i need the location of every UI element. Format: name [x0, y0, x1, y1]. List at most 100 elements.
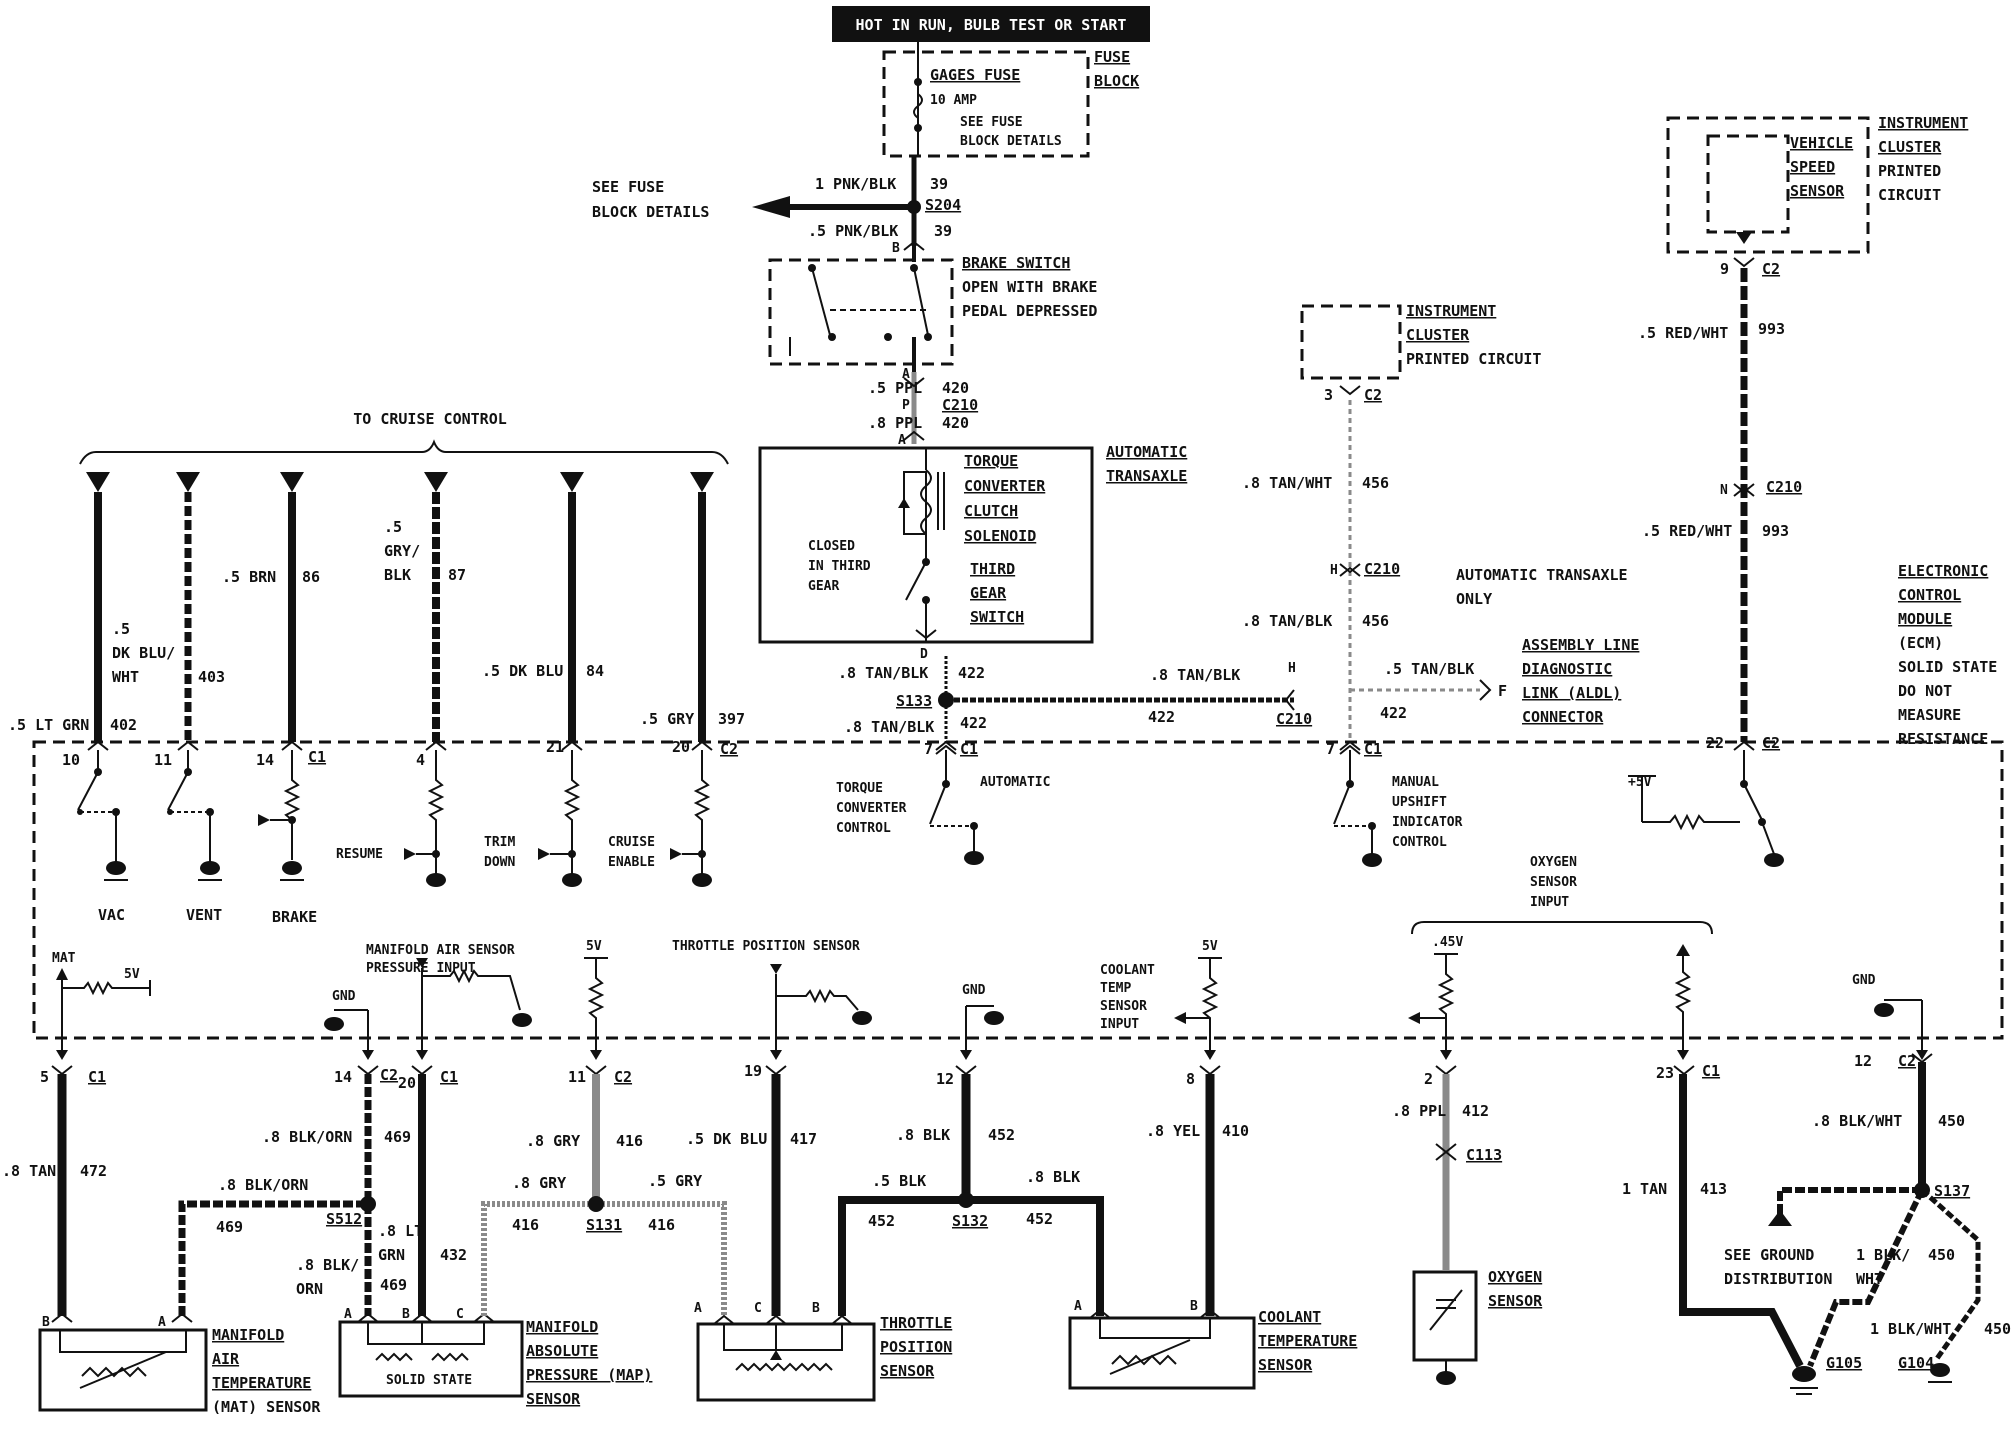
- s133-connector-c1: [935, 744, 957, 755]
- wire-blk-wht-450b: [1807, 1188, 1925, 1368]
- aldl-label-4: CONNECTOR: [1522, 708, 1604, 726]
- fuse-terminal-dot: [914, 78, 922, 86]
- mat-input-label: MAT: [52, 951, 76, 966]
- ecm-conn-21: [561, 740, 583, 751]
- cts-pin-b: B: [1190, 1299, 1198, 1314]
- blk-wire-2: .5 BLK: [872, 1172, 926, 1190]
- ppl-circ-2: 420: [942, 414, 969, 432]
- gry-wire-3: .5 GRY: [648, 1172, 702, 1190]
- vss-pin9: 9: [1720, 260, 1729, 278]
- pin-20: 20: [398, 1074, 416, 1092]
- map-pin-a: A: [344, 1307, 352, 1322]
- c210-connector-456: [1339, 563, 1361, 577]
- gnd-circ-tan: 413: [1700, 1180, 1727, 1198]
- g105-ground-icon: [1792, 1366, 1816, 1382]
- g104-label: G104: [1898, 1354, 1934, 1372]
- ppl-wire-2: .8 PPL: [868, 414, 922, 432]
- map-input-1: MANIFOLD AIR SENSOR: [366, 943, 515, 958]
- instrument-cluster-box: [1300, 304, 1402, 380]
- cruise-403-gauge-c: WHT: [112, 668, 139, 686]
- pin-11: 11: [568, 1068, 586, 1086]
- vss-connector-c2: [1733, 257, 1755, 268]
- c113-connector: [1435, 1143, 1457, 1161]
- vss-label-3: SENSOR: [1790, 182, 1845, 200]
- map-circ-2: 469: [380, 1276, 407, 1294]
- cruise-86-circuit: 86: [302, 568, 320, 586]
- pin-8: 8: [1186, 1070, 1195, 1088]
- mat-label-1: MANIFOLD: [212, 1326, 284, 1344]
- enable-label-b: ENABLE: [608, 855, 655, 870]
- pin-14-conn: C2: [380, 1066, 398, 1084]
- brake-pin-b: B: [892, 241, 900, 256]
- ppl-circ-1: 420: [942, 379, 969, 397]
- fuse-element-icon: [913, 93, 923, 119]
- tps-pin-b: B: [812, 1301, 820, 1316]
- s133-h-conn: C210: [1276, 710, 1312, 728]
- gnd-wire-3: 1 BLK/WHT: [1870, 1320, 1951, 1338]
- cruise-403-pin: 11: [154, 751, 172, 769]
- tcc-ecm-ground-icon: [964, 851, 984, 865]
- s204-circuit-top: 39: [930, 175, 948, 193]
- gry-circ-3: 416: [648, 1216, 675, 1234]
- cruise-86-pin: 14: [256, 751, 274, 769]
- vss-conn9: C2: [1762, 260, 1780, 278]
- map-wire-2a: .8 BLK/: [296, 1256, 359, 1274]
- s133-circ-bot: 422: [960, 714, 987, 732]
- gnd-splice: S137: [1934, 1182, 1970, 1200]
- cruise-86-conn: C1: [308, 748, 326, 766]
- ppl-pin-a: A: [898, 433, 906, 448]
- cruise-84-gauge: .5 DK BLU: [482, 662, 563, 680]
- vss-cluster-2: CLUSTER: [1878, 138, 1942, 156]
- ecm-conn-10: [87, 740, 109, 751]
- tcc-label-1: TORQUE: [964, 452, 1018, 470]
- vss-cluster-1: INSTRUMENT: [1878, 114, 1968, 132]
- trim-ground-icon: [562, 873, 582, 887]
- splice-s512-dot: [360, 1196, 376, 1212]
- tcc-label-2: CONVERTER: [964, 477, 1046, 495]
- cruise-403-gauge-b: DK BLU/: [112, 644, 175, 662]
- mat-label-4: (MAT) SENSOR: [212, 1398, 321, 1416]
- cluster-pin7: 7: [1326, 740, 1335, 758]
- resume-ground-icon: [426, 873, 446, 887]
- cruise-403-circuit: 403: [198, 668, 225, 686]
- o2-label-2: SENSOR: [1488, 1292, 1543, 1310]
- cruise-86-gauge: .5 BRN: [222, 568, 276, 586]
- cruise-wires: [86, 472, 714, 742]
- mat-circ-tan: 472: [80, 1162, 107, 1180]
- tcc-ecm-2: CONVERTER: [836, 801, 907, 816]
- cts-label-3: SENSOR: [1258, 1356, 1313, 1374]
- gnd-circ-3: 450: [1984, 1320, 2011, 1338]
- ppl-conn-p: P: [902, 398, 910, 413]
- gnd-1-icon: [324, 1017, 344, 1031]
- gry-wire-1: .8 GRY: [526, 1132, 580, 1150]
- tps-wire: .5 DK BLU: [686, 1130, 767, 1148]
- map-pin-c: C: [456, 1307, 464, 1322]
- cruise-control-title: TO CRUISE CONTROL: [353, 410, 507, 428]
- cool-input-1: COOLANT: [1100, 963, 1155, 978]
- splice-s131-dot: [588, 1196, 604, 1212]
- upshift-3: INDICATOR: [1392, 815, 1463, 830]
- upshift-ground-icon: [1362, 853, 1382, 867]
- tcc-connector-d: [915, 629, 937, 640]
- map-pin-b: B: [402, 1307, 410, 1322]
- vss-wire-1: .5 RED/WHT: [1638, 324, 1728, 342]
- mat-circ-blkorn: 469: [216, 1218, 243, 1236]
- cruise-arrow-84: [560, 472, 584, 492]
- aldl-connector-f: [1479, 679, 1492, 701]
- auto-transaxle-1: AUTOMATIC: [1106, 443, 1187, 461]
- tps-pin-c: C: [754, 1301, 762, 1316]
- map-wire-2b: ORN: [296, 1280, 323, 1298]
- s204-see-1: SEE FUSE: [592, 178, 664, 196]
- mat-pin-b: B: [42, 1315, 50, 1330]
- brake-switch-desc-1: OPEN WITH BRAKE: [962, 278, 1097, 296]
- upshift-4: CONTROL: [1392, 835, 1447, 850]
- third-gear-blade: [905, 561, 927, 601]
- gnd-see-1: SEE GROUND: [1724, 1246, 1814, 1264]
- third-gear-label-3: SWITCH: [970, 608, 1024, 626]
- gnd-3-icon: [1874, 1003, 1894, 1017]
- map-inner: SOLID STATE: [386, 1373, 472, 1388]
- pin-12: 12: [936, 1070, 954, 1088]
- cts-pin-a: A: [1074, 1299, 1082, 1314]
- tcc-pin-d: D: [920, 647, 928, 662]
- cruise-402-gauge: .5 LT GRN: [8, 716, 89, 734]
